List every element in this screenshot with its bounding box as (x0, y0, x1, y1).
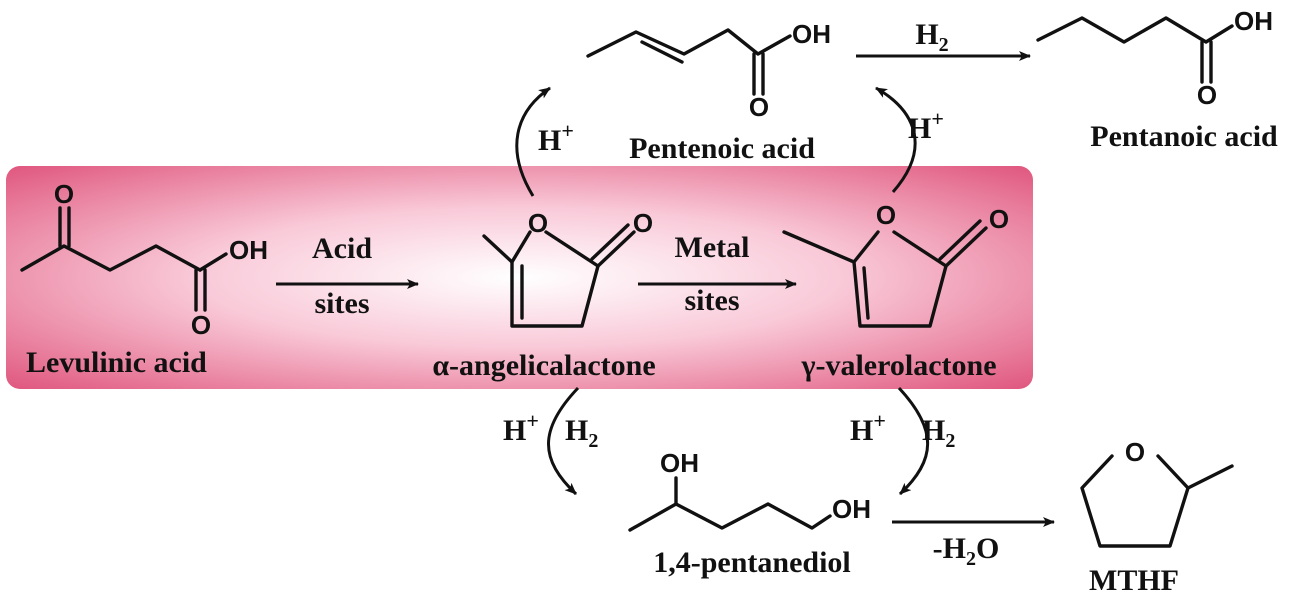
acid-sites-label: sites (315, 287, 370, 320)
mthf-label: MTHF (1089, 564, 1179, 597)
hydroxyl-label: OH (832, 494, 871, 524)
hydrogenation-arrow-left (547, 386, 580, 496)
levulinic-acid-label: Levulinic acid (26, 346, 207, 379)
pentenoic-acid-structure: OH O (586, 19, 831, 122)
mthf-structure: O (1080, 437, 1234, 548)
valerolactone-structure: O O (782, 200, 1009, 328)
acid-oxygen: O (1197, 80, 1217, 110)
h-plus-label: H+ (850, 408, 886, 447)
metal-sites-label: sites (685, 284, 740, 317)
acid-oxygen: O (191, 310, 211, 340)
valerolactone-label: γ-valerolactone (800, 349, 996, 382)
angelicalactone-structure: O O (482, 208, 653, 328)
ring-opening-arrow-left (515, 86, 551, 197)
h-plus-label: H+ (908, 106, 944, 145)
h2-label: H2 (922, 414, 955, 452)
acid-oxygen: O (749, 92, 769, 122)
ring-oxygen: O (876, 200, 896, 230)
ring-opening-arrow-right (875, 86, 917, 193)
lactone-carbonyl-oxygen: O (989, 204, 1009, 234)
pentanoic-acid-label: Pentanoic acid (1090, 120, 1278, 153)
acid-label: Acid (312, 232, 372, 265)
h2-label: H2 (565, 414, 598, 452)
hydroxyl-label: OH (1234, 6, 1273, 36)
levulinic-acid-structure: O OH O (20, 179, 268, 340)
hydroxyl-label: OH (792, 19, 831, 49)
angelicalactone-label: α-angelicalactone (432, 349, 655, 382)
ring-oxygen: O (1125, 437, 1145, 467)
hydroxyl-label: OH (229, 235, 268, 265)
highlight-band (6, 166, 1033, 389)
carbonyl-oxygen: O (54, 179, 74, 209)
h-plus-label: H+ (538, 118, 574, 157)
metal-label: Metal (675, 231, 750, 264)
pentenoic-acid-label: Pentenoic acid (629, 132, 815, 165)
h-plus-label: H+ (503, 408, 539, 447)
pentanediol-structure: OH OH (628, 448, 871, 532)
pentanoic-acid-structure: OH O (1036, 6, 1273, 110)
lactone-carbonyl-oxygen: O (633, 208, 653, 238)
h2-label: H2 (915, 18, 948, 56)
ring-oxygen: O (528, 208, 548, 238)
dehydration-label: -H2O (933, 532, 1000, 570)
pentanediol-label: 1,4-pentanediol (653, 546, 851, 579)
hydrogenation-arrow-right (897, 386, 930, 496)
hydroxyl-label: OH (660, 448, 699, 478)
